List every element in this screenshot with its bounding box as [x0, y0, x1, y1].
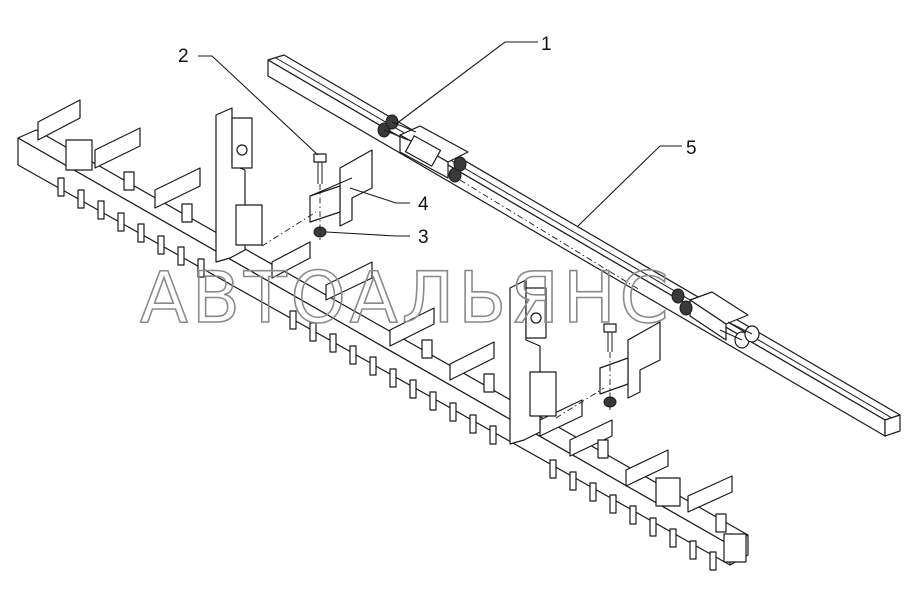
- tine-row: [57, 177, 717, 571]
- callout-3: 3: [418, 227, 429, 248]
- right-upright-bracket: [509, 279, 557, 445]
- callout-1: 1: [541, 34, 552, 55]
- angle-bracket-left: [309, 149, 373, 227]
- leader-4: [349, 187, 410, 204]
- bolt-left: [313, 153, 327, 184]
- callout-2: 2: [178, 46, 189, 67]
- leader-2: [198, 55, 319, 156]
- leader-1: [395, 41, 538, 125]
- callout-4: 4: [418, 194, 429, 215]
- assembly-axis-diag-1: [261, 211, 317, 247]
- beam-clamp-left: [377, 114, 469, 183]
- left-upright-bracket: [215, 107, 263, 263]
- mounting-plates: [37, 99, 733, 533]
- upper-tube-beam: [267, 54, 901, 437]
- callout-5: 5: [686, 138, 697, 159]
- leader-5: [577, 145, 682, 227]
- assembly-axis-diag-2: [555, 387, 605, 419]
- assembly-axis-beam: [459, 179, 641, 291]
- angle-bracket-right: [599, 321, 661, 399]
- beam-clamp-right: [671, 288, 760, 349]
- watermark-text: АВТОАЛЬЯНС: [140, 257, 672, 339]
- leader-3: [325, 231, 410, 237]
- lower-frame-beam: [17, 129, 749, 566]
- bolt-right: [603, 323, 617, 352]
